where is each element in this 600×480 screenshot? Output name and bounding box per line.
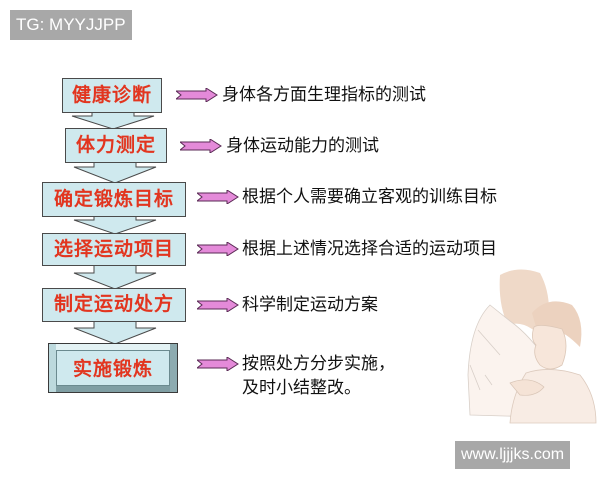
step-description: 身体运动能力的测试 <box>226 136 379 156</box>
step-fitness-test: 体力测定 <box>65 128 167 163</box>
step-make-prescription: 制定运动处方 <box>42 288 186 322</box>
right-arrow-icon <box>197 190 239 204</box>
doctor-patient-illustration-icon <box>467 269 597 424</box>
down-arrow-icon <box>73 265 157 290</box>
right-arrow-icon <box>176 88 218 102</box>
step-description: 身体各方面生理指标的测试 <box>222 85 426 105</box>
step-health-diagnosis: 健康诊断 <box>62 78 162 113</box>
right-arrow-icon <box>197 242 239 256</box>
step-description: 根据个人需要确立客观的训练目标 <box>242 187 497 207</box>
step-description: 根据上述情况选择合适的运动项目 <box>242 239 497 259</box>
watermark-bottom: www.ljjjks.com <box>455 441 571 469</box>
step-description-line2: 及时小结整改。 <box>242 378 361 398</box>
step-set-goals: 确定锻炼目标 <box>42 182 186 217</box>
down-arrow-icon <box>73 321 157 345</box>
watermark-top: TG: MYYJJPP <box>10 10 132 40</box>
right-arrow-icon <box>197 357 239 371</box>
step-choose-sport: 选择运动项目 <box>42 233 186 266</box>
right-arrow-icon <box>180 139 222 153</box>
step-label: 确定锻炼目标 <box>53 188 174 210</box>
right-arrow-icon <box>197 298 239 312</box>
step-label: 健康诊断 <box>71 84 152 106</box>
step-execute-training: 实施锻炼 <box>48 343 178 393</box>
down-arrow-icon <box>73 162 157 184</box>
step-description-line1: 按照处方分步实施， <box>242 354 395 374</box>
step-description: 科学制定运动方案 <box>242 295 378 315</box>
step-label: 实施锻炼 <box>56 350 170 386</box>
step-label: 制定运动处方 <box>53 293 174 315</box>
step-label: 体力测定 <box>75 134 156 156</box>
step-label: 选择运动项目 <box>53 238 174 260</box>
